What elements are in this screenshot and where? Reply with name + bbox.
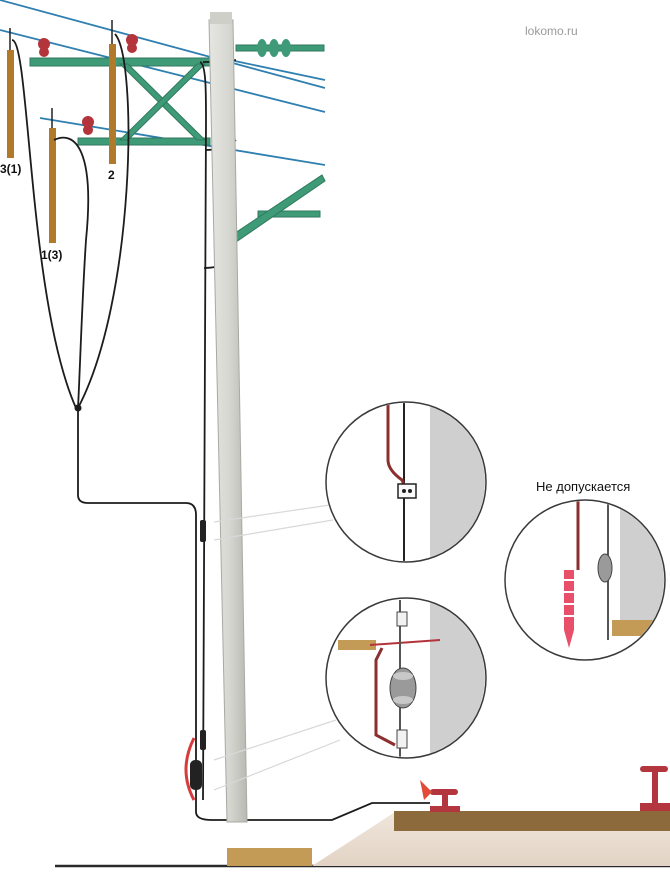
ground-wire: [11, 33, 430, 821]
pole-clamps: [190, 520, 206, 790]
watermark: lokomo.ru: [525, 24, 578, 38]
pole-top: [210, 12, 232, 24]
crossarm: [29, 44, 326, 243]
wire-junction: [74, 404, 82, 412]
rail-right: [640, 766, 670, 811]
detail-spark-gap: [325, 597, 487, 759]
phase-label-left: 3(1): [0, 162, 22, 176]
insulators: [38, 34, 138, 135]
callout-lines: [213, 504, 341, 791]
grounding-rods: [7, 20, 116, 243]
connection-arrow: [420, 780, 432, 800]
phase-label-middle: 1(3): [41, 248, 63, 262]
phase-label-right: 2: [108, 168, 115, 182]
bad-ground-electrode: [560, 570, 578, 648]
pin-insulator-right: [257, 39, 291, 57]
pole: [208, 19, 248, 823]
warning-caption: Не допускается: [536, 479, 631, 494]
detail-clamp: [325, 401, 487, 563]
pole-base-block: [227, 848, 312, 866]
track-sleeper: [394, 811, 670, 831]
detail-not-allowed: [504, 499, 666, 661]
rail-left: [430, 789, 460, 812]
spark-gap-jumper: [184, 737, 196, 801]
